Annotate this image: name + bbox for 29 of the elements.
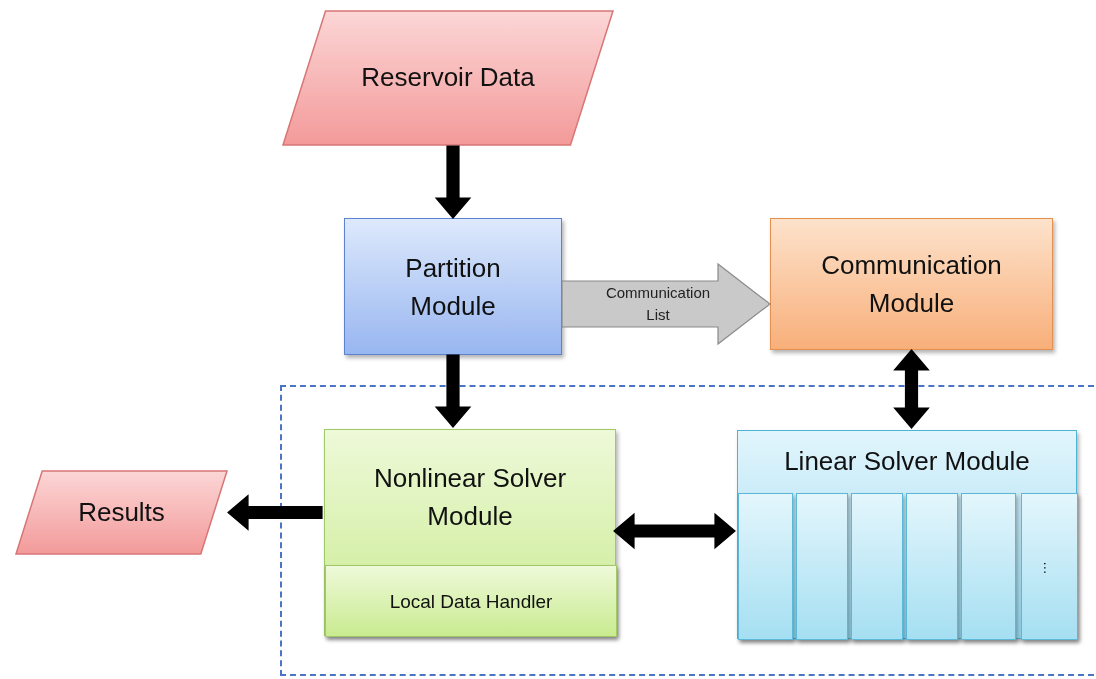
block-arrow — [561, 262, 771, 346]
ellipsis-label: ... — [1040, 561, 1060, 574]
library-column — [961, 493, 1016, 640]
node-label: Local Data Handler — [389, 590, 553, 615]
arrow — [613, 512, 736, 550]
dashed-boundary — [280, 385, 1094, 676]
library-column — [906, 493, 958, 640]
library-column — [738, 493, 793, 640]
process-box — [324, 429, 616, 636]
node-label: Communication Module — [820, 249, 1003, 320]
node-label: Results — [78, 495, 165, 529]
arrow — [227, 494, 323, 531]
node-label: Linear Solver Module — [784, 445, 1030, 479]
library-column — [851, 493, 903, 640]
arrow — [434, 354, 472, 428]
library-column — [1021, 493, 1078, 640]
process-box — [737, 430, 1077, 639]
arrow — [434, 145, 472, 219]
library-column — [796, 493, 848, 640]
output-parallelogram — [15, 470, 228, 555]
node-label: Partition Module — [404, 251, 502, 323]
node-label: Nonlinear Solver Module — [372, 461, 568, 533]
process-box — [344, 218, 562, 355]
process-box — [770, 218, 1053, 350]
arrow — [893, 349, 930, 429]
process-box — [325, 565, 617, 637]
node-label: Reservoir Data — [361, 61, 535, 95]
input-parallelogram — [282, 10, 614, 146]
edge-label: Communication List — [604, 283, 712, 325]
